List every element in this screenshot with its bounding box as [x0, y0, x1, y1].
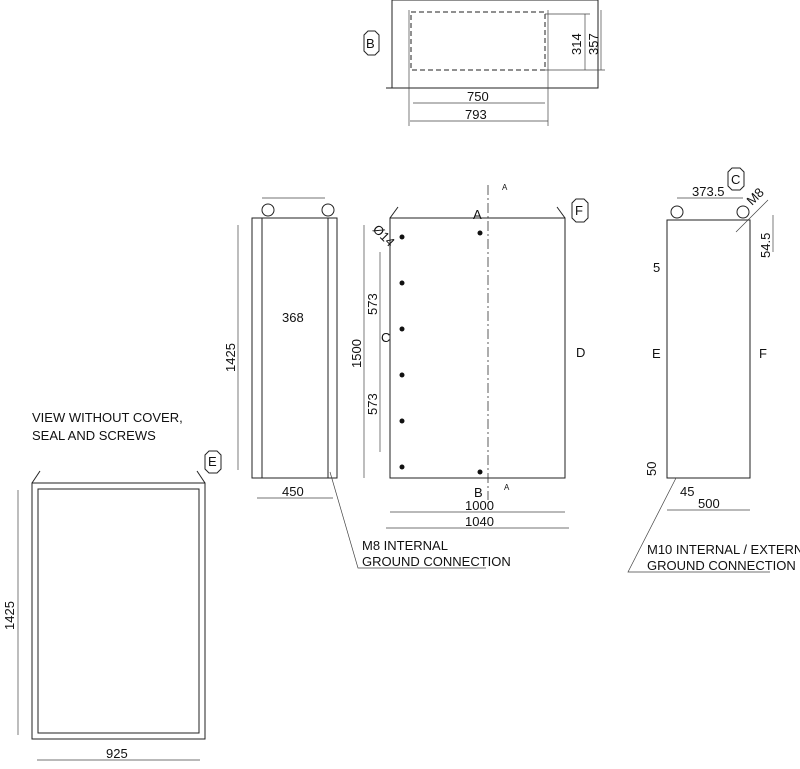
dim-54-5: 54.5 — [758, 233, 773, 258]
m10-callout-line1: M10 INTERNAL / EXTERNAL — [647, 542, 800, 557]
m8-callout-line1: M8 INTERNAL — [362, 538, 448, 553]
side-view: 368 1425 450 — [223, 197, 338, 499]
label-c-right: C — [731, 172, 740, 187]
dim-1425-side: 1425 — [223, 343, 238, 372]
label-f-right: F — [759, 346, 767, 361]
dim-750: 750 — [467, 89, 489, 104]
front-view: A B A A C D Ø14 573 573 1500 1000 1040 F — [349, 183, 589, 529]
dim-1040: 1040 — [465, 514, 494, 529]
label-b-front: B — [474, 485, 483, 500]
caption-line1: VIEW WITHOUT COVER, — [32, 410, 183, 425]
label-f: F — [575, 203, 583, 218]
label-e-right: E — [652, 346, 661, 361]
label-b: B — [366, 36, 375, 51]
dim-5: 5 — [653, 260, 660, 275]
dim-45: 45 — [680, 484, 694, 499]
dim-573-lower: 573 — [365, 393, 380, 415]
dim-450: 450 — [282, 484, 304, 499]
label-d: D — [576, 345, 585, 360]
label-e: E — [208, 454, 217, 469]
callouts: M8 INTERNAL GROUND CONNECTION M10 INTERN… — [329, 471, 800, 573]
dim-793: 793 — [465, 107, 487, 122]
label-a: A — [473, 207, 482, 222]
dim-50: 50 — [644, 462, 659, 476]
cover-view: VIEW WITHOUT COVER, SEAL AND SCREWS E 14… — [2, 410, 222, 761]
dim-500: 500 — [698, 496, 720, 511]
dim-357: 357 — [586, 33, 601, 55]
label-c: C — [381, 330, 390, 345]
m8-callout-line2: GROUND CONNECTION — [362, 554, 511, 569]
top-view: 750 793 314 357 B — [363, 0, 605, 126]
dim-1425-cover: 1425 — [2, 601, 17, 630]
dim-1000: 1000 — [465, 498, 494, 513]
dim-925: 925 — [106, 746, 128, 761]
caption-line2: SEAL AND SCREWS — [32, 428, 156, 443]
dim-1500: 1500 — [349, 339, 364, 368]
dim-368: 368 — [282, 310, 304, 325]
dim-573-upper: 573 — [365, 293, 380, 315]
m10-callout-line2: GROUND CONNECTION — [647, 558, 796, 573]
section-a-top: A — [502, 183, 508, 192]
right-view: 373.5 C M8 54.5 5 E F 50 45 500 — [644, 167, 774, 511]
section-a-bottom: A — [504, 483, 510, 492]
dim-hole: Ø14 — [370, 222, 398, 250]
dim-373-5: 373.5 — [692, 184, 725, 199]
dim-314: 314 — [569, 33, 584, 55]
